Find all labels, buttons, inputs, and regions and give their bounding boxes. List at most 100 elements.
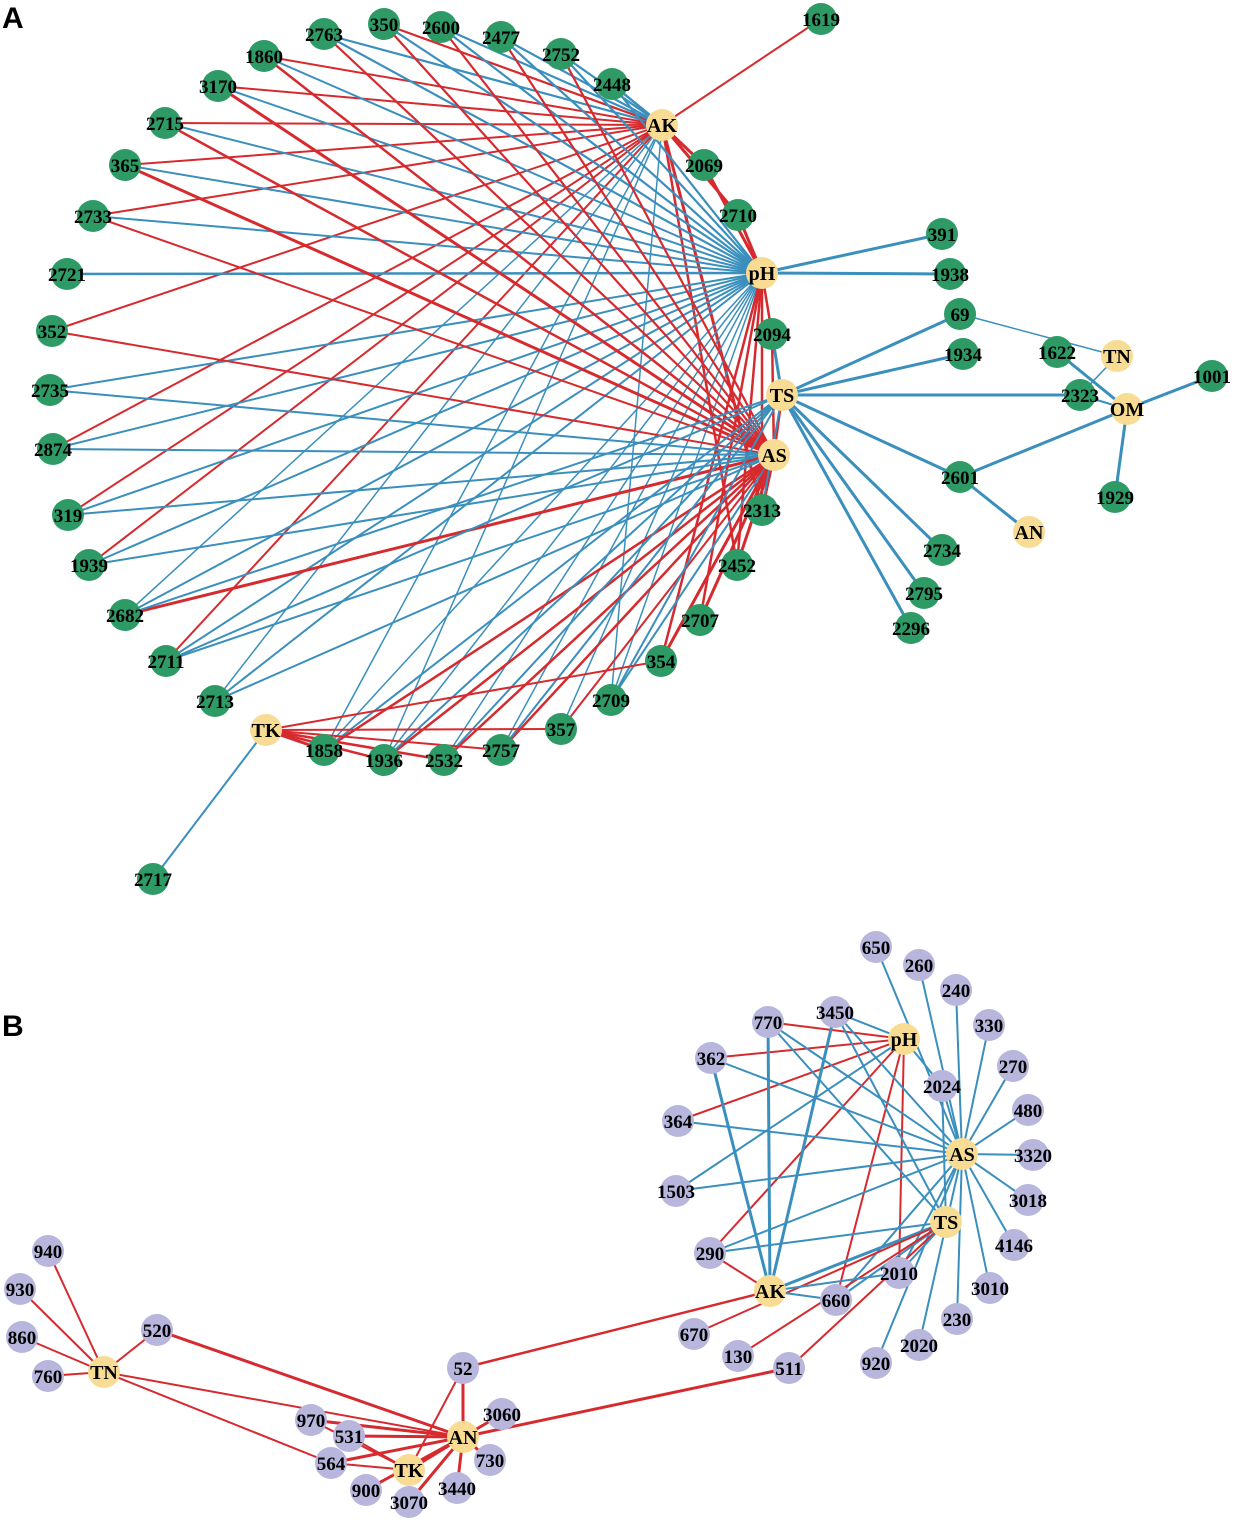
- otu-node-a-1934: 1934: [944, 338, 983, 370]
- node-circle-a-2707: [684, 604, 716, 636]
- node-label-b-3018: 3018: [1009, 1191, 1047, 1212]
- otu-node-b-940: 940: [32, 1235, 64, 1267]
- node-label-b-860: 860: [8, 1328, 37, 1349]
- edge-a-AK-1619: [661, 18, 822, 126]
- otu-node-a-2709: 2709: [592, 684, 630, 716]
- edge-a-pH-2682: [124, 272, 763, 616]
- node-circle-a-3170: [202, 70, 234, 102]
- edge-a-AS-2733: [92, 215, 775, 456]
- otu-node-b-230: 230: [941, 1303, 973, 1335]
- edge-a-TK-354: [265, 660, 662, 731]
- edge-b-TN-940: [47, 1250, 105, 1373]
- node-label-b-660: 660: [822, 1291, 851, 1312]
- otu-node-b-52: 52: [447, 1352, 479, 1384]
- edge-b-pH-290: [709, 1038, 905, 1254]
- node-circle-b-2010: [883, 1257, 915, 1289]
- edge-a-AK-2452: [660, 123, 739, 567]
- edge-a-AS-350: [382, 22, 776, 457]
- edge-a-AK-2477: [499, 35, 664, 127]
- otu-node-b-270: 270: [997, 1050, 1029, 1082]
- edge-b-AS-770: [767, 1021, 963, 1155]
- node-circle-b-3018: [1012, 1184, 1044, 1216]
- node-label-b-520: 520: [143, 1321, 172, 1342]
- node-circle-a-2715: [149, 107, 181, 139]
- edge-b-AS-290: [709, 1153, 963, 1254]
- edge-a-TK-2757: [265, 729, 502, 751]
- node-circle-b-2024: [926, 1070, 958, 1102]
- otu-node-b-4146: 4146: [995, 1229, 1033, 1261]
- node-label-a-AN: AN: [1015, 522, 1044, 544]
- node-label-b-900: 900: [352, 1481, 381, 1502]
- node-label-a-350: 350: [370, 15, 399, 36]
- node-circle-a-1934: [947, 338, 979, 370]
- node-label-a-1929: 1929: [1096, 488, 1134, 509]
- node-label-b-940: 940: [34, 1242, 63, 1263]
- node-label-a-2735: 2735: [31, 381, 69, 402]
- edge-b-AS-240: [955, 989, 963, 1155]
- node-label-b-290: 290: [696, 1244, 725, 1265]
- edge-a-TN-69: [959, 313, 1118, 357]
- factor-node-a-TN: TN: [1101, 340, 1133, 372]
- node-label-b-240: 240: [942, 981, 971, 1002]
- otu-node-a-357: 357: [545, 713, 577, 745]
- node-label-b-AN: AN: [449, 1427, 478, 1449]
- node-label-b-260: 260: [905, 956, 934, 977]
- otu-node-a-2711: 2711: [148, 645, 184, 677]
- node-circle-a-2313: [746, 494, 778, 526]
- edge-a-pH-3170: [217, 85, 763, 274]
- node-label-b-TN: TN: [90, 1362, 118, 1384]
- node-label-b-480: 480: [1014, 1101, 1043, 1122]
- panel-a-edges: [49, 18, 1214, 880]
- node-label-a-391: 391: [928, 225, 957, 246]
- node-circle-a-2069: [688, 149, 720, 181]
- otu-node-b-760: 760: [32, 1360, 64, 1392]
- factor-node-b-TN: TN: [88, 1356, 120, 1388]
- node-circle-a-2452: [721, 549, 753, 581]
- edge-a-AS-1939: [88, 454, 775, 566]
- edge-b-AN-970: [309, 1418, 465, 1439]
- node-label-b-670: 670: [680, 1325, 709, 1346]
- otu-node-b-3320: 3320: [1014, 1139, 1052, 1171]
- edge-a-pH-2721: [65, 271, 764, 276]
- edge-a-AS-352: [51, 330, 775, 456]
- edge-a-pH-357: [560, 272, 763, 730]
- edge-a-AS-2757: [499, 453, 776, 752]
- node-circle-b-230: [941, 1303, 973, 1335]
- node-label-b-770: 770: [754, 1013, 783, 1034]
- node-circle-b-531: [333, 1420, 365, 1452]
- node-label-a-1934: 1934: [944, 345, 983, 366]
- node-circle-b-2020: [903, 1329, 935, 1361]
- node-label-a-2323: 2323: [1061, 386, 1099, 407]
- edge-b-TS-511: [788, 1221, 947, 1369]
- node-label-b-TS: TS: [934, 1212, 958, 1234]
- edge-b-AS-2010: [898, 1153, 963, 1274]
- edge-a-AS-2713: [214, 454, 775, 702]
- otu-node-b-260: 260: [903, 949, 935, 981]
- otu-node-b-2010: 2010: [880, 1257, 918, 1289]
- edge-a-AK-1939: [88, 124, 663, 566]
- otu-node-b-860: 860: [6, 1321, 38, 1353]
- edge-a-pH-2448: [610, 82, 764, 275]
- node-label-b-TK: TK: [395, 1460, 424, 1482]
- node-label-a-2717: 2717: [134, 870, 173, 891]
- node-label-a-2757: 2757: [482, 741, 521, 762]
- edge-b-pH-660: [835, 1038, 905, 1301]
- otu-node-b-3450: 3450: [816, 996, 854, 1028]
- node-circle-a-2757: [485, 734, 517, 766]
- node-circle-a-2532: [428, 744, 460, 776]
- node-label-a-357: 357: [547, 720, 576, 741]
- node-circle-b-480: [1012, 1094, 1044, 1126]
- edge-a-AS-2735: [49, 389, 775, 456]
- otu-node-a-352: 352: [36, 315, 68, 347]
- node-circle-b-970: [295, 1404, 327, 1436]
- edge-a-AK-1858: [323, 124, 663, 751]
- node-circle-b-760: [32, 1360, 64, 1392]
- node-label-a-69: 69: [951, 305, 970, 326]
- otu-node-a-2448: 2448: [593, 68, 631, 100]
- otu-node-b-670: 670: [678, 1318, 710, 1350]
- otu-node-a-2735: 2735: [31, 374, 69, 406]
- edge-a-pH-2715: [164, 122, 763, 274]
- node-label-b-730: 730: [476, 1451, 505, 1472]
- edge-a-AS-1858: [322, 453, 776, 752]
- edge-a-pH-2752: [559, 52, 764, 275]
